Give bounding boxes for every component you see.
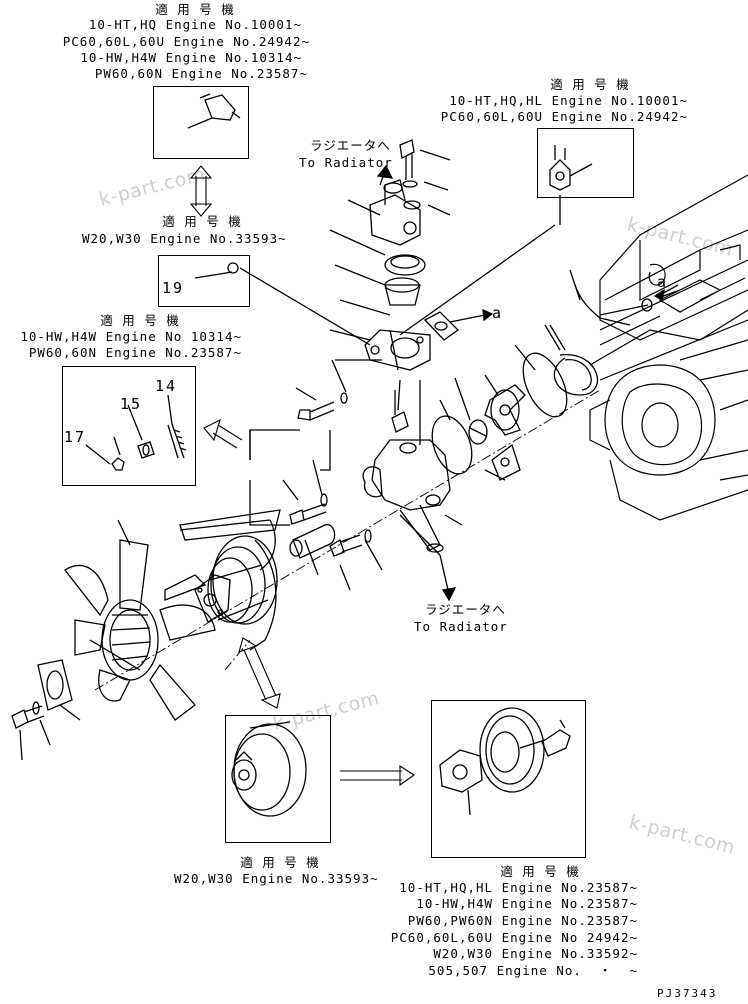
applicability-line: PW60,60N Engine No.23587~ bbox=[28, 345, 242, 360]
callout-19: 19 bbox=[162, 279, 185, 297]
impeller bbox=[484, 384, 526, 436]
applicability-line: 10-HW,H4W Engine No.10314~ bbox=[80, 50, 302, 65]
fan-pulley bbox=[207, 535, 278, 651]
callout-a: a bbox=[657, 273, 669, 291]
applicability-title: 適 用 号 機 bbox=[500, 864, 580, 879]
applicability-title: 適 用 号 機 bbox=[155, 2, 235, 17]
applicability-line: PW60,PW60N Engine No.23587~ bbox=[407, 913, 638, 928]
inset-fitting bbox=[187, 93, 241, 129]
inset-valve bbox=[549, 145, 593, 191]
engine-block bbox=[589, 174, 748, 521]
inset-stud-nut bbox=[85, 394, 187, 471]
arrow-right bbox=[340, 764, 415, 787]
inset-box-fitting bbox=[153, 86, 249, 159]
radiator-label-en: To Radiator bbox=[299, 155, 393, 170]
inset-box-valve bbox=[537, 128, 634, 198]
radiator-label-en: To Radiator bbox=[414, 619, 508, 634]
applicability-line: W20,W30 Engine No.33592~ bbox=[433, 946, 638, 961]
double-arrow-bottom bbox=[238, 637, 281, 709]
drawing-number: PJ37343 bbox=[657, 987, 718, 1000]
arrow-left-box bbox=[203, 418, 243, 449]
inset-box-pulley-old bbox=[225, 715, 331, 843]
applicability-title: 適 用 号 機 bbox=[162, 214, 242, 229]
applicability-line: PC60,60L,60U Engine No.24942~ bbox=[440, 109, 688, 124]
applicability-title: 適 用 号 機 bbox=[100, 313, 180, 328]
applicability-line: W20,W30 Engine No.33593~ bbox=[82, 231, 287, 246]
thermostat-housing bbox=[364, 179, 431, 371]
cooling-fan bbox=[64, 519, 216, 721]
applicability-line: 505,507 Engine No. ・ ~ bbox=[428, 963, 638, 978]
applicability-line: PC60,60L,60U Engine No.24942~ bbox=[62, 34, 310, 49]
applicability-line: 10-HT,HQ,HL Engine No.23587~ bbox=[399, 880, 638, 895]
inset-pulley-old bbox=[231, 721, 307, 817]
applicability-title: 適 用 号 機 bbox=[550, 77, 630, 92]
inset-box-pulley-new bbox=[431, 700, 586, 858]
callout-17: 17 bbox=[64, 428, 87, 446]
inset-box-stud bbox=[62, 366, 196, 486]
callout-14: 14 bbox=[155, 377, 178, 395]
applicability-line: 10-HT,HQ Engine No.10001~ bbox=[88, 17, 302, 32]
callout-a: a bbox=[492, 304, 504, 322]
inset-box-part-19 bbox=[158, 255, 250, 307]
applicability-title: 適 用 号 機 bbox=[240, 855, 320, 870]
applicability-line: 10-HT,HQ,HL Engine No.10001~ bbox=[449, 93, 688, 108]
applicability-line: 10-HW,H4W Engine No.23587~ bbox=[416, 896, 638, 911]
applicability-line: PW60,60N Engine No.23587~ bbox=[94, 66, 308, 81]
radiator-label-jp: ラジエータへ bbox=[310, 138, 391, 153]
callout-15: 15 bbox=[120, 395, 143, 413]
applicability-line: W20,W30 Engine No.33593~ bbox=[174, 871, 379, 886]
applicability-line: PC60,60L,60U Engine No 24942~ bbox=[390, 930, 638, 945]
applicability-line: 10-HW,H4W Engine No 10314~ bbox=[20, 329, 242, 344]
radiator-label-jp: ラジエータへ bbox=[425, 602, 506, 617]
double-arrow-top bbox=[189, 165, 213, 217]
inset-pulley-new bbox=[439, 707, 571, 816]
